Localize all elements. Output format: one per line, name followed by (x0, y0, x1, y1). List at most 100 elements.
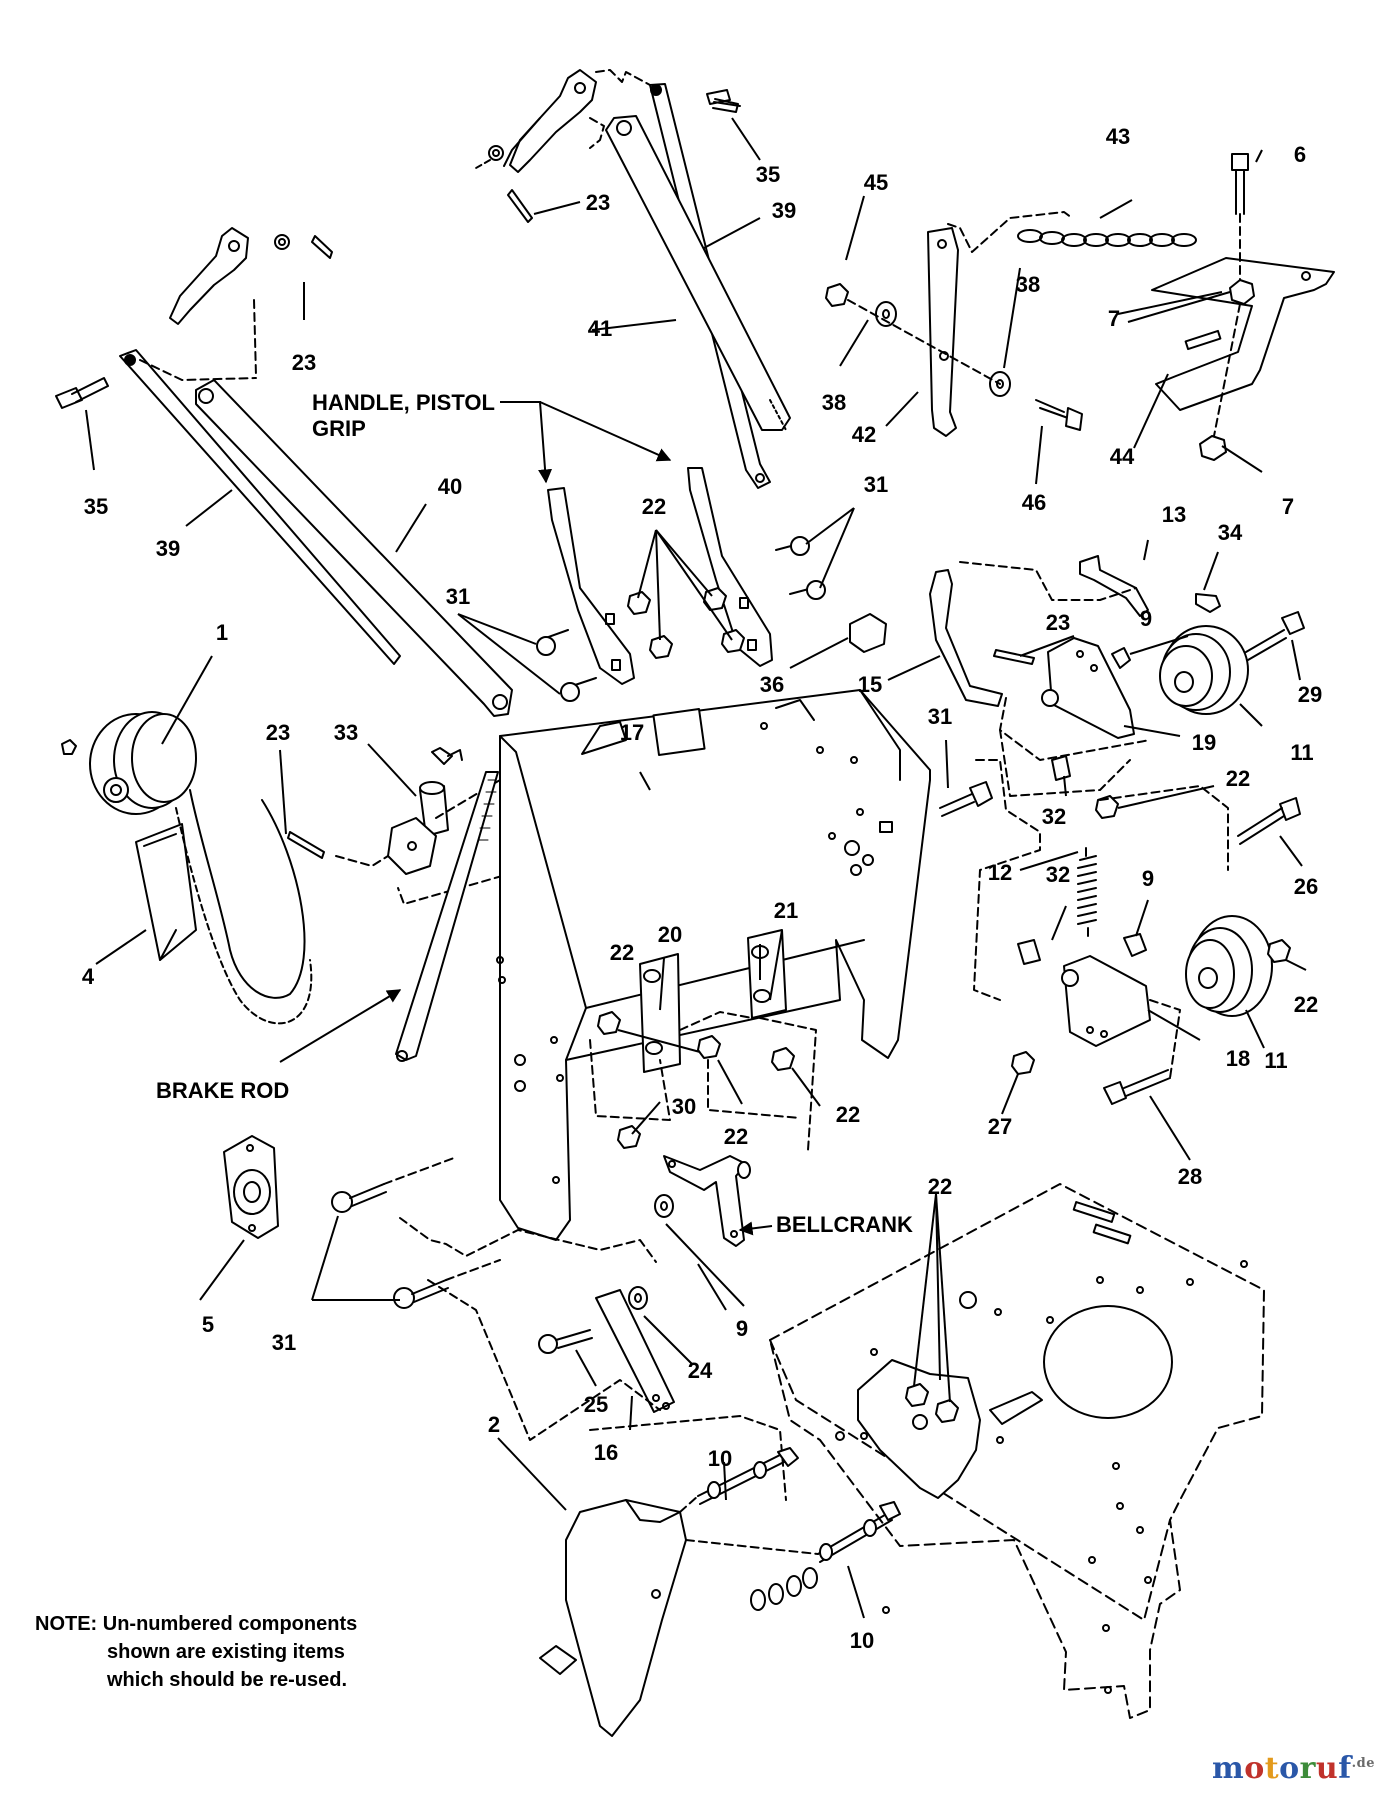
nut-27 (1012, 1052, 1034, 1074)
callout-9-bellcrank: 9 (736, 1316, 748, 1341)
callout-25: 25 (584, 1392, 608, 1417)
callout-22-handle: 22 (642, 494, 666, 519)
rod-15 (930, 570, 1002, 706)
callout-9-lower: 9 (1142, 866, 1154, 891)
watermark-letter: o (1244, 1751, 1265, 1786)
callout-35-left: 35 (84, 494, 108, 519)
watermark-letter: t (1264, 1751, 1280, 1786)
handle-bar-39-left (120, 350, 400, 664)
callout-41: 41 (588, 316, 612, 341)
callout-45: 45 (864, 170, 888, 195)
callout-21: 21 (774, 898, 798, 923)
callout-29: 29 (1298, 682, 1322, 707)
callout-11-upper: 11 (1290, 740, 1313, 765)
note-line-3: which should be re-used. (107, 1669, 348, 1691)
callout-12: 12 (988, 860, 1012, 885)
callout-16: 16 (594, 1440, 618, 1465)
callout-10-upper: 10 (708, 1446, 732, 1471)
callout-43: 43 (1106, 124, 1130, 149)
washer-24 (629, 1287, 647, 1309)
callout-13: 13 (1162, 502, 1186, 527)
handle-screws-31 (537, 537, 825, 701)
callout-19: 19 (1192, 730, 1216, 755)
callout-31-handle-left: 31 (446, 584, 470, 609)
fitting-32-upper (1052, 756, 1070, 780)
small-nut-pulley (62, 740, 76, 754)
screw-31-lower-1 (332, 1184, 386, 1212)
callout-1: 1 (216, 620, 228, 645)
callout-6: 6 (1294, 142, 1306, 167)
label-handle-pistol-grip-line2: GRIP (312, 416, 366, 441)
callout-39-upper: 39 (772, 198, 796, 223)
callout-11-lower: 11 (1264, 1048, 1287, 1073)
callout-22-right: 22 (1226, 766, 1250, 791)
bolt-29 (1246, 612, 1304, 660)
handle-bar-40 (196, 380, 512, 716)
pulley-1 (90, 712, 196, 814)
callout-35-upper: 35 (756, 162, 780, 187)
bolt-26 (1238, 798, 1300, 844)
callout-31-handle-right: 31 (864, 472, 888, 497)
callout-32-upper: 32 (1042, 804, 1066, 829)
callout-23-right: 23 (1046, 610, 1070, 635)
spring-12 (1078, 848, 1096, 936)
link-16 (596, 1290, 674, 1412)
bracket-44 (1152, 258, 1334, 410)
bolt-10-lower (818, 1502, 900, 1562)
watermark-letter: u (1315, 1751, 1339, 1786)
handle-pistol-grip-right (688, 468, 772, 666)
callout-5: 5 (202, 1312, 214, 1337)
bracket-20 (640, 954, 680, 1072)
callout-7-upper: 7 (1108, 306, 1120, 331)
callout-36: 36 (760, 672, 784, 697)
watermark-text: motoruf (1212, 1751, 1352, 1786)
plate-18 (1062, 956, 1150, 1046)
callout-22-frame-left: 22 (610, 940, 634, 965)
pulley-11-upper (1160, 626, 1248, 714)
bellcrank (664, 1156, 746, 1246)
callout-4: 4 (82, 964, 95, 989)
callout-42: 42 (852, 422, 876, 447)
callout-33: 33 (334, 720, 358, 745)
callout-38-lower: 38 (822, 390, 846, 415)
callout-44: 44 (1110, 444, 1135, 469)
label-handle-pistol-grip-line1: HANDLE, PISTOL (312, 390, 495, 415)
callout-22-chassis: 22 (928, 1174, 952, 1199)
callout-9-upper: 9 (1140, 606, 1152, 631)
block-36 (850, 614, 886, 652)
watermark-suffix: .de (1351, 1756, 1375, 1771)
screw-31-lower-2 (394, 1280, 448, 1308)
callout-26: 26 (1294, 874, 1318, 899)
nuts-22-frame (598, 1012, 794, 1070)
watermark-letter: r (1299, 1751, 1316, 1786)
part-33-grommet (420, 782, 448, 836)
callout-32-lower: 32 (1046, 862, 1070, 887)
callout-2: 2 (488, 1412, 500, 1437)
rod-13 (1080, 556, 1148, 616)
callout-24: 24 (688, 1358, 713, 1383)
fitting-32-lower (1018, 940, 1040, 964)
chassis (770, 1184, 1264, 1718)
bracket-42 (928, 228, 958, 436)
belt-4 (136, 790, 311, 1023)
callout-34: 34 (1218, 520, 1243, 545)
watermark-letter: m (1211, 1751, 1245, 1786)
belt-cover-2 (566, 1500, 686, 1736)
callout-46: 46 (1022, 490, 1046, 515)
callout-10-lower: 10 (850, 1628, 874, 1653)
bolt-35-upper (707, 90, 740, 112)
handle-nuts-22 (628, 588, 744, 658)
label-bellcrank: BELLCRANK (776, 1212, 913, 1237)
callout-22-pulley: 22 (1294, 992, 1318, 1017)
callout-27: 27 (988, 1114, 1012, 1139)
clip-9-lower (1124, 934, 1146, 956)
washer-38-left (876, 302, 896, 326)
cotter-pin-23-left (312, 236, 332, 258)
brake-rod (396, 772, 498, 1061)
nut-22-right-upper (1096, 796, 1118, 818)
callout-22-frame-mid: 22 (724, 1124, 748, 1149)
frame-17 (497, 690, 930, 1240)
nut-7-lower (1200, 436, 1226, 460)
callout-22-frame-right: 22 (836, 1102, 860, 1127)
bolt-25 (539, 1330, 592, 1353)
